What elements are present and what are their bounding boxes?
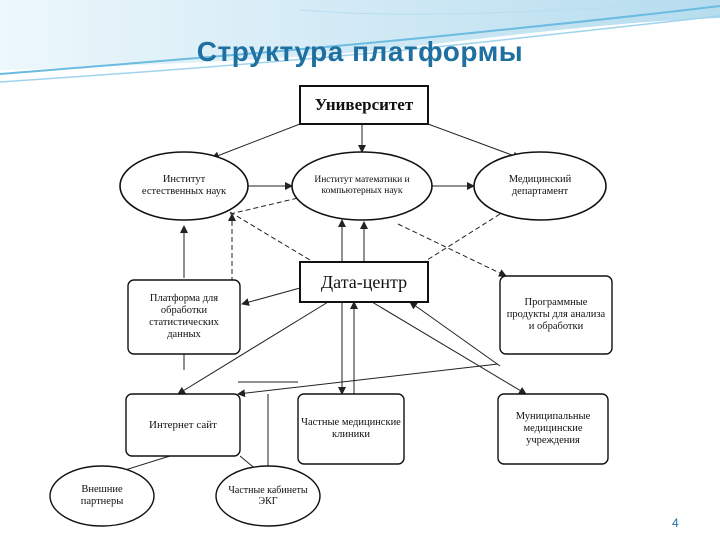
header-decoration (0, 0, 720, 83)
software-label: Программные продукты для анализа и обраб… (506, 296, 606, 333)
website-box (125, 393, 241, 457)
university-label: Университет (314, 95, 414, 115)
arrow-software-website (237, 363, 499, 398)
data-center-label: Дата-центр (320, 271, 408, 292)
stats-platform-box (127, 279, 241, 355)
stats-platform-label: Платформа для обработки статистических д… (149, 292, 219, 341)
dashed-natural-math (229, 197, 299, 215)
arrow-univ-medical (427, 123, 521, 160)
municipal-label: Муниципальные медицинские учреждения (515, 410, 591, 447)
dashed-math-software (397, 223, 507, 277)
arrow-dc-stats (241, 287, 301, 306)
dashed-natural-datacenter (229, 211, 311, 261)
external-partners-ellipse (49, 465, 155, 527)
page-number: 4 (672, 516, 679, 530)
arrow-municipal-dc (409, 301, 501, 367)
municipal-box (497, 393, 609, 465)
external-partners-label: Внешние партнеры (80, 483, 124, 507)
math-cs-ellipse (291, 151, 433, 221)
math-cs-label: Институт математики и компьютерных наук (314, 175, 410, 196)
private-clinics-label: Частные медицинские клиники (301, 416, 401, 440)
ecg-rooms-ellipse (215, 465, 321, 527)
arrow-dc-website (177, 301, 329, 395)
medical-dept-ellipse (473, 151, 607, 221)
ecg-rooms-label: Частные кабинеты ЭКГ (228, 484, 308, 508)
natural-sciences-label: Институт естественных наук (141, 173, 227, 197)
website-label: Интернет сайт (149, 418, 217, 431)
arrow-univ-natural (211, 123, 301, 160)
dashed-medical-datacenter (423, 213, 501, 263)
university-box (299, 85, 429, 125)
data-center-box (299, 261, 429, 303)
medical-dept-label: Медицинский департамент (508, 173, 572, 197)
software-box (499, 275, 613, 355)
slide-title: Структура платформы (196, 36, 524, 67)
private-clinics-box (297, 393, 405, 465)
arrow-dc-municipal (371, 301, 527, 395)
natural-sciences-ellipse (119, 151, 249, 221)
